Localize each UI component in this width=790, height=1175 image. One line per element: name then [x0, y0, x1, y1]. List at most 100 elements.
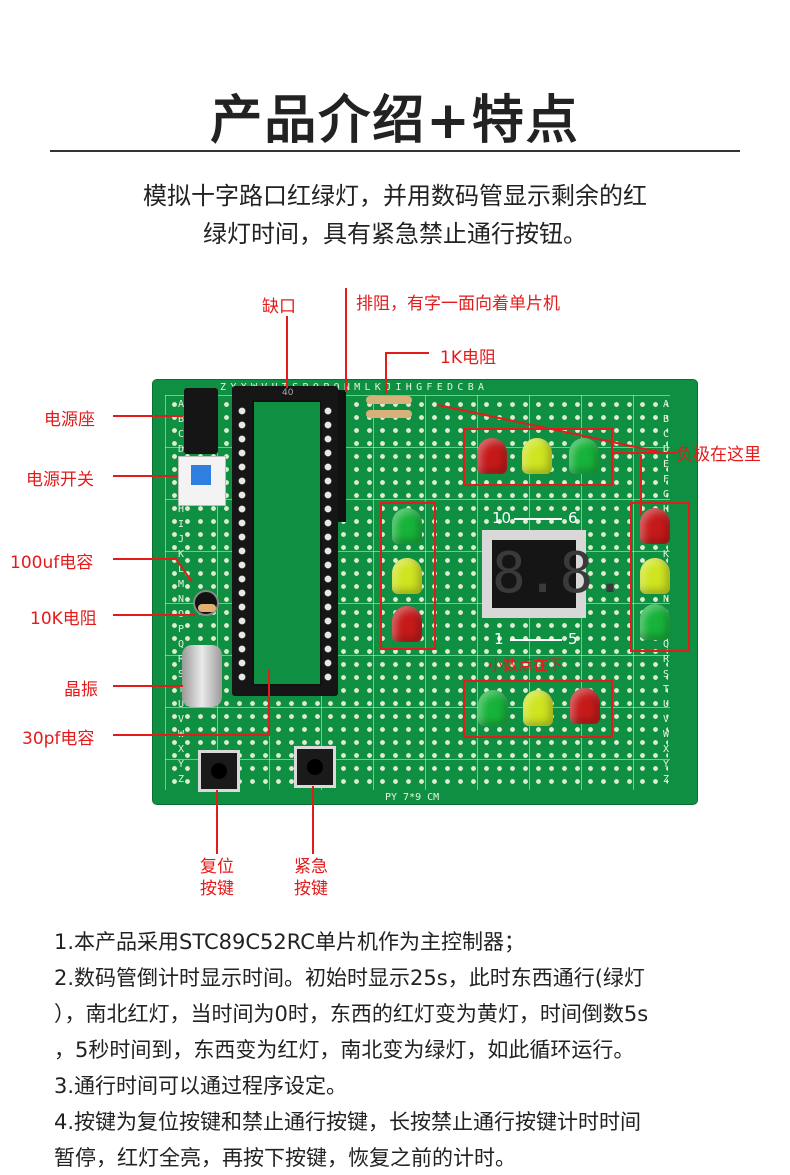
reset-switch-cap [211, 763, 227, 779]
pcb-letter: V [662, 714, 670, 725]
pcb-letter: L [177, 564, 185, 575]
highlight-led-right [630, 502, 690, 652]
pcb-letter: Q [177, 639, 185, 650]
pcb-letter: P [177, 624, 185, 635]
pcb-silkscreen: PY 7*9 CM [385, 792, 440, 803]
feature-line-7: 暂停，红灯全亮，再按下按键，恢复之前的计时。 [54, 1146, 516, 1170]
pcb-letter: B [662, 414, 670, 425]
pcb-letter: K [662, 549, 670, 560]
led-red-south [570, 688, 600, 724]
page-title: 产品介绍+特点 [210, 91, 580, 151]
pcb-top-letters: ZYXWVUTSRQPONMLKJIHGFEDCBA [220, 382, 489, 393]
led-green-west [392, 508, 422, 544]
power-jack [184, 388, 218, 454]
switch-knob [191, 465, 211, 485]
pcb-letter: X [177, 744, 185, 755]
count-top-arrow [514, 518, 562, 520]
label-emergency-button: 紧急 按键 [294, 856, 328, 900]
pcb-letter: E [662, 459, 670, 470]
ic-socket [232, 386, 338, 696]
negative-leader-down [640, 455, 642, 515]
label-negative-here: 负极在这里 [676, 445, 761, 465]
pcb-letter: C [177, 429, 185, 440]
cap-30pf-leader-v [268, 670, 270, 736]
led-yellow-north [522, 438, 552, 474]
label-emergency-line2: 按键 [294, 879, 328, 899]
resistor-1k-leader-v [385, 352, 387, 394]
resistor-1k-b [366, 410, 412, 418]
pcb-letter: X [662, 744, 670, 755]
pcb-letter: A [662, 399, 670, 410]
title-divider [50, 150, 740, 152]
power-switch-leader [113, 475, 178, 477]
count-bottom-arrow [510, 639, 562, 641]
feature-line-4: ，5秒时间到，东西变为红灯，南北变为绿灯，如此循环运行。 [54, 1038, 635, 1062]
label-emergency-line1: 紧急 [294, 857, 328, 877]
count-top-from: 10 [492, 509, 512, 527]
decimal-point-note: 小数点在下 [488, 656, 564, 674]
crystal-oscillator [182, 645, 222, 707]
pcb-letter: G [662, 489, 670, 500]
display-digits: 8.8. [492, 540, 627, 608]
reset-switch [198, 750, 240, 792]
led-red-north [477, 438, 507, 474]
led-yellow-south [523, 690, 553, 726]
highlight-led-left [380, 502, 436, 650]
pcb-letter: R [662, 654, 670, 665]
pcb-letter: K [177, 549, 185, 560]
pcb-letter: T [177, 684, 185, 695]
label-resistor-array: 排阻，有字一面向着单片机 [356, 294, 560, 314]
highlight-led-bottom [463, 680, 613, 738]
pcb-letter: U [662, 699, 670, 710]
pcb-letter: M [177, 579, 185, 590]
label-resistor-1k: 1K电阻 [440, 348, 496, 368]
negative-leader-h [611, 452, 677, 454]
pcb-letter: D [177, 444, 185, 455]
pcb-letter: H [662, 504, 670, 515]
label-notch: 缺口 [262, 297, 296, 317]
capacitor-100uf [193, 590, 219, 616]
cap-30pf-leader-h [113, 734, 270, 736]
pcb-letter: Z [177, 774, 185, 785]
label-reset-line2: 按键 [200, 879, 234, 899]
emergency-switch [294, 746, 336, 788]
pcb-letter: Z [662, 774, 670, 785]
pcb-letter: Q [662, 639, 670, 650]
led-red-west [392, 606, 422, 642]
power-jack-leader [113, 415, 183, 417]
led-yellow-west [392, 558, 422, 594]
socket-pin-label: 40 [282, 388, 294, 398]
socket-pins-left [236, 404, 248, 684]
highlight-led-top [463, 428, 613, 486]
resistor-1k-a [366, 396, 412, 404]
feature-line-2: 2.数码管倒计时显示时间。初始时显示25s，此时东西通行(绿灯 [54, 966, 645, 990]
pcb-letter: F [662, 474, 670, 485]
label-power-switch: 电源开关 [26, 470, 94, 490]
socket-slot [252, 400, 322, 686]
pcb-letter: S [177, 669, 185, 680]
pcb-letter: N [662, 594, 670, 605]
count-bottom-from: 1 [494, 630, 504, 648]
pcb-letter: C [662, 429, 670, 440]
pcb-letter: D [662, 444, 670, 455]
resistor-array-leader [345, 288, 347, 392]
led-yellow-east [640, 558, 670, 594]
socket-pins-right [322, 404, 334, 684]
pcb-letter: A [177, 399, 185, 410]
label-reset-button: 复位 按键 [200, 856, 234, 900]
label-resistor-10k: 10K电阻 [30, 609, 97, 629]
feature-line-1: 1.本产品采用STC89C52RC单片机作为主控制器； [54, 930, 525, 954]
resistor-array [338, 390, 346, 522]
label-cap-30pf: 30pf电容 [22, 729, 95, 749]
resistor-1k-leader-h [385, 352, 429, 354]
pcb-letter: W [662, 729, 670, 740]
pcb-letter: Y [662, 759, 670, 770]
reset-leader [216, 790, 218, 854]
power-switch [178, 456, 226, 506]
notch-leader [286, 316, 288, 388]
feature-line-6: 4.按键为复位按键和禁止通行按键，长按禁止通行按键计时时间 [54, 1110, 642, 1134]
pcb-letter: T [662, 684, 670, 695]
crystal-leader [113, 685, 183, 687]
led-green-south [478, 690, 508, 726]
pcb-letter: V [177, 714, 185, 725]
